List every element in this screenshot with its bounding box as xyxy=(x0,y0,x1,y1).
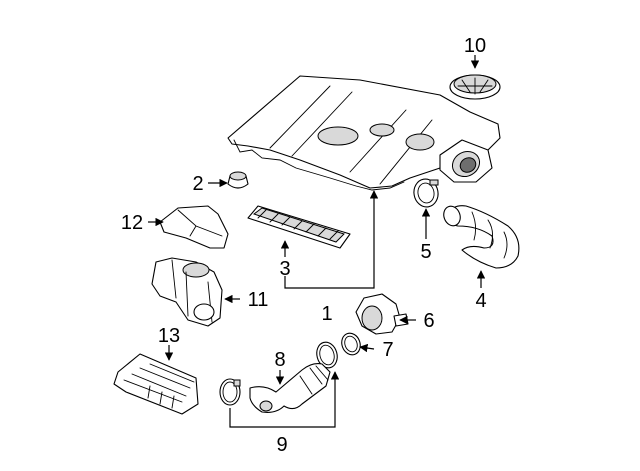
clamp-lower-right-part xyxy=(316,341,338,369)
callout-1: 1 xyxy=(321,303,332,325)
mass-airflow-sensor-part xyxy=(355,293,409,335)
intake-duct-part xyxy=(113,353,199,415)
callout-8: 8 xyxy=(274,349,285,371)
leader-lines xyxy=(148,55,486,428)
engine-cover-part xyxy=(227,75,501,191)
callout-7: 7 xyxy=(382,339,393,361)
callout-9: 9 xyxy=(276,434,287,456)
air-tube-part xyxy=(249,363,331,413)
callout-13: 13 xyxy=(158,325,180,347)
emblem-part xyxy=(449,74,501,100)
air-box-housing-part xyxy=(151,257,223,327)
clamp-upper-part xyxy=(413,178,439,208)
callout-10: 10 xyxy=(464,35,486,57)
callout-5: 5 xyxy=(420,241,431,263)
callout-12: 12 xyxy=(121,212,143,234)
clamp-lower-left-part xyxy=(219,378,241,406)
intake-hose-part xyxy=(443,205,520,269)
callout-6: 6 xyxy=(423,310,434,332)
air-filter-part xyxy=(247,205,351,249)
grommet-part xyxy=(227,171,249,189)
callout-3: 3 xyxy=(279,258,290,280)
callout-4: 4 xyxy=(475,290,486,312)
callout-11: 11 xyxy=(248,289,269,311)
air-box-cover-part xyxy=(159,205,229,249)
o-ring-part xyxy=(341,332,361,356)
callout-2: 2 xyxy=(192,173,203,195)
